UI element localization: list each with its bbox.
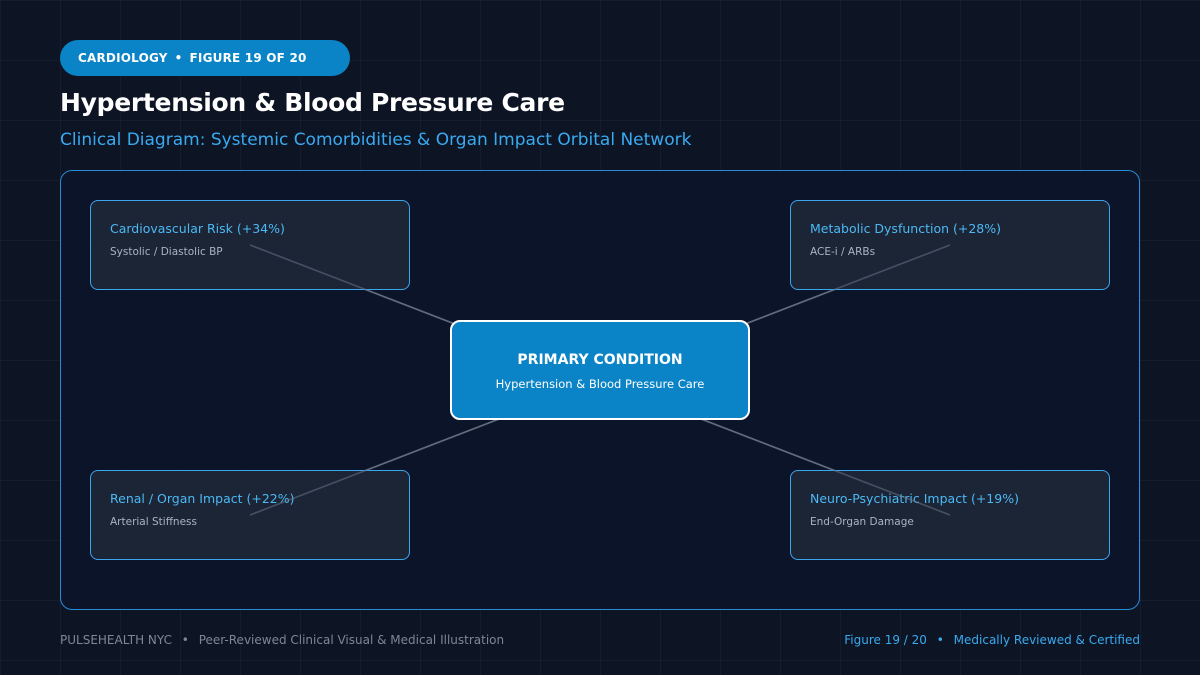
footer-certification: Medically Reviewed & Certified — [953, 633, 1140, 647]
node-cardiovascular-risk: Cardiovascular Risk (+34%) Systolic / Di… — [90, 200, 410, 290]
badge-figure: FIGURE 19 OF 20 — [189, 51, 307, 65]
category-badge: CARDIOLOGY • FIGURE 19 OF 20 — [60, 40, 350, 76]
node-title: Cardiovascular Risk (+34%) — [110, 221, 285, 236]
node-title: Neuro-Psychiatric Impact (+19%) — [810, 491, 1019, 506]
node-subtitle: End-Organ Damage — [810, 516, 914, 528]
footer-figure-line: Figure 19 / 20 • Medically Reviewed & Ce… — [844, 633, 1140, 647]
center-title: PRIMARY CONDITION — [517, 352, 683, 368]
primary-condition-node: PRIMARY CONDITION Hypertension & Blood P… — [450, 320, 750, 420]
node-title: Metabolic Dysfunction (+28%) — [810, 221, 1001, 236]
node-subtitle: Arterial Stiffness — [110, 516, 197, 528]
footer-brand-line: PULSEHEALTH NYC • Peer-Reviewed Clinical… — [60, 633, 504, 647]
footer-tagline: Peer-Reviewed Clinical Visual & Medical … — [198, 633, 505, 647]
node-metabolic-dysfunction: Metabolic Dysfunction (+28%) ACE-i / ARB… — [790, 200, 1110, 290]
footer-separator: • — [181, 633, 189, 647]
node-subtitle: ACE-i / ARBs — [810, 246, 876, 258]
badge-separator: • — [174, 51, 183, 65]
footer-separator: • — [936, 633, 944, 647]
node-renal-organ-impact: Renal / Organ Impact (+22%) Arterial Sti… — [90, 470, 410, 560]
badge-category: CARDIOLOGY — [78, 51, 168, 65]
node-subtitle: Systolic / Diastolic BP — [110, 246, 223, 258]
center-subtitle: Hypertension & Blood Pressure Care — [495, 377, 705, 391]
footer-figure: Figure 19 / 20 — [844, 633, 927, 647]
page-subtitle: Clinical Diagram: Systemic Comorbidities… — [60, 130, 692, 150]
node-neuro-psychiatric-impact: Neuro-Psychiatric Impact (+19%) End-Orga… — [790, 470, 1110, 560]
page-title: Hypertension & Blood Pressure Care — [60, 88, 565, 117]
footer-brand: PULSEHEALTH NYC — [60, 633, 172, 647]
node-title: Renal / Organ Impact (+22%) — [110, 491, 295, 506]
